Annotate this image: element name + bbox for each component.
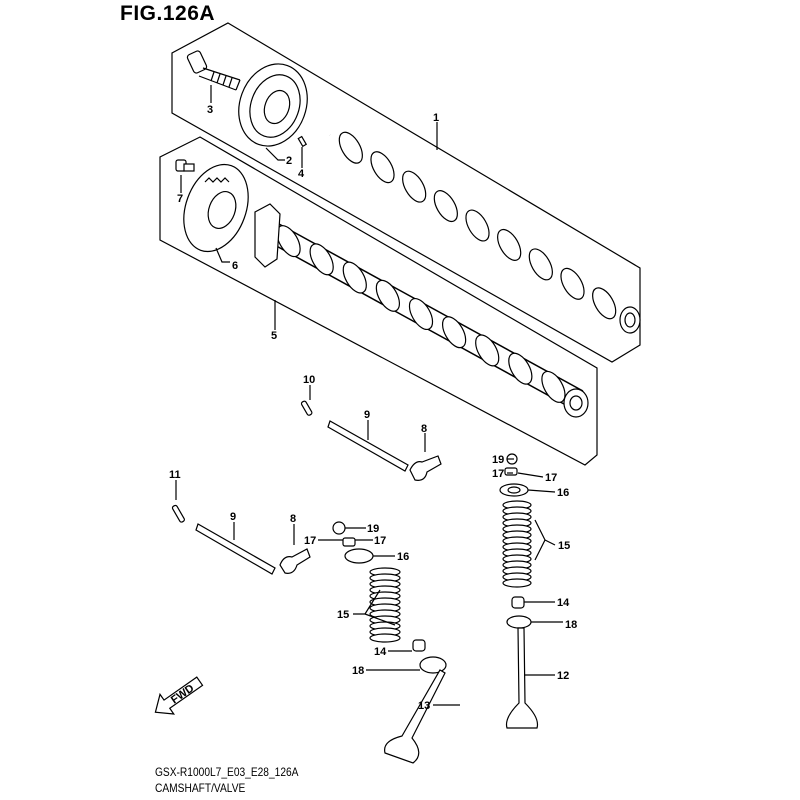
exhaust-camshaft-group-box bbox=[171, 22, 641, 363]
callout-14: 14 bbox=[374, 646, 387, 658]
rocker-shaft-lower bbox=[171, 504, 311, 575]
callout-18: 18 bbox=[352, 665, 364, 677]
cam-sprocket-upper bbox=[238, 63, 308, 147]
cam-lobe bbox=[592, 287, 617, 320]
callout-17: 17 bbox=[545, 472, 557, 484]
camshaft-upper bbox=[325, 126, 641, 334]
callout-11: 11 bbox=[169, 469, 181, 481]
cam-lobe bbox=[408, 298, 434, 330]
callout-8: 8 bbox=[290, 513, 296, 525]
callout-6: 6 bbox=[232, 260, 238, 272]
cam-lobe bbox=[370, 151, 395, 184]
cam-lobe bbox=[465, 209, 490, 242]
intake-camshaft-group-box bbox=[159, 136, 598, 466]
callout-15: 15 bbox=[558, 540, 570, 552]
cam-lobe bbox=[475, 334, 500, 367]
valve-assembly-left bbox=[332, 521, 447, 764]
section-name: CAMSHAFT/VALVE bbox=[155, 781, 246, 795]
leader-lines bbox=[175, 85, 563, 706]
cam-lobe bbox=[560, 267, 585, 300]
callout-12: 12 bbox=[557, 670, 569, 682]
callout-9: 9 bbox=[230, 511, 236, 523]
bolt-part-7 bbox=[175, 159, 195, 172]
dowel-pin-part-4 bbox=[297, 135, 308, 148]
cam-lobe bbox=[508, 352, 533, 385]
callout-2: 2 bbox=[286, 155, 292, 167]
callout-13: 13 bbox=[418, 700, 430, 712]
callout-17: 17 bbox=[492, 468, 504, 480]
callout-19: 19 bbox=[367, 523, 379, 535]
callout-16: 16 bbox=[557, 487, 569, 499]
callout-10: 10 bbox=[303, 374, 315, 386]
callout-19: 19 bbox=[492, 454, 504, 466]
cam-lobe bbox=[497, 228, 522, 261]
valve-spring-coil bbox=[369, 633, 401, 643]
callout-16: 16 bbox=[397, 551, 409, 563]
cam-lobe bbox=[309, 243, 334, 276]
valve-spring-coil bbox=[502, 578, 532, 588]
callout-3: 3 bbox=[207, 104, 213, 116]
callout-14: 14 bbox=[557, 597, 570, 609]
cam-lobe bbox=[433, 190, 458, 223]
cam-lobe bbox=[441, 316, 467, 349]
callout-7: 7 bbox=[177, 193, 183, 205]
callout-4: 4 bbox=[298, 168, 305, 180]
cam-lobe bbox=[402, 170, 427, 203]
callout-18: 18 bbox=[565, 619, 577, 631]
callout-1: 1 bbox=[433, 112, 439, 124]
callout-17: 17 bbox=[374, 535, 386, 547]
model-code: GSX-R1000L7_E03_E28_126A bbox=[155, 765, 299, 779]
cam-lobe bbox=[338, 131, 363, 164]
figure-title: FIG.126A bbox=[120, 2, 216, 25]
cam-lobe bbox=[342, 261, 367, 294]
callout-8: 8 bbox=[421, 423, 427, 435]
cam-lobe bbox=[528, 248, 553, 281]
callout-17: 17 bbox=[304, 535, 316, 547]
cam-lobe bbox=[276, 225, 301, 258]
camshaft-lower bbox=[254, 203, 589, 418]
cam-lobe bbox=[375, 279, 401, 312]
diagram-footer: GSX-R1000L7_E03_E28_126A CAMSHAFT/VALVE bbox=[155, 764, 298, 796]
valve-assembly-right bbox=[499, 453, 539, 729]
callout-5: 5 bbox=[271, 330, 277, 342]
bolt-part-3 bbox=[186, 50, 241, 91]
callout-15: 15 bbox=[337, 609, 349, 621]
forward-direction-arrow: FWD bbox=[154, 676, 204, 715]
cam-sprocket-lower bbox=[183, 163, 249, 253]
cam-lobe bbox=[541, 370, 566, 403]
callout-9: 9 bbox=[364, 409, 370, 421]
rocker-shaft-upper bbox=[300, 400, 442, 481]
